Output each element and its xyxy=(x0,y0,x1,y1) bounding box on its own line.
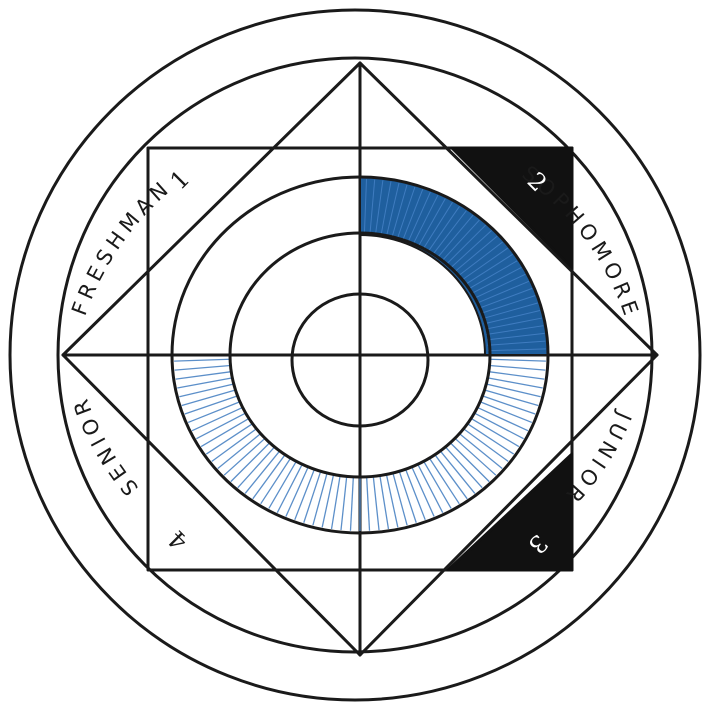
hatch-ray-stroke xyxy=(440,451,475,493)
hatch-ray-stroke xyxy=(218,434,261,469)
hatch-ray-stroke xyxy=(295,469,315,520)
hatch-ray-stroke xyxy=(450,443,489,482)
hatch-ray-stroke xyxy=(373,476,379,530)
hatch-ray-stroke xyxy=(350,477,353,531)
hatch-ray-stroke xyxy=(175,365,231,370)
hatch-ray-stroke xyxy=(489,372,544,379)
hatch-ray-stroke xyxy=(490,359,546,361)
hatch-ray-stroke xyxy=(304,471,321,522)
hatch-ray-stroke xyxy=(224,438,265,475)
hatch-ray-stroke xyxy=(176,372,231,379)
hatch-ray-stroke xyxy=(245,451,280,493)
hatch-ray-stroke xyxy=(174,359,230,361)
hatch-ray-stroke xyxy=(406,469,426,520)
hatch-ray-stroke xyxy=(380,476,389,529)
hatch-ray-stroke xyxy=(464,429,509,462)
hatch-ray-stroke xyxy=(341,476,347,530)
hatch-ray-stroke xyxy=(459,434,502,469)
hatch-ray-stroke xyxy=(399,471,416,522)
hatch-ray-stroke xyxy=(490,365,546,370)
hatch-ray-stroke xyxy=(482,396,535,414)
hatch-ray-stroke xyxy=(445,447,482,488)
hatch-ray-stroke xyxy=(231,443,270,482)
hatch-ray-stroke xyxy=(185,396,238,414)
label-senior: SENIOR xyxy=(67,392,143,500)
hatch-ray-stroke xyxy=(212,429,257,462)
hatch-ray-stroke xyxy=(455,438,496,475)
hatch-ray-stroke xyxy=(332,476,341,529)
hatch-ray-stroke xyxy=(485,390,539,405)
hatch-ray-stroke xyxy=(238,447,275,488)
hatch-ray-stroke xyxy=(367,477,370,531)
hatch-ray-stroke xyxy=(182,390,236,405)
corner-number-4: 4 xyxy=(163,525,194,556)
